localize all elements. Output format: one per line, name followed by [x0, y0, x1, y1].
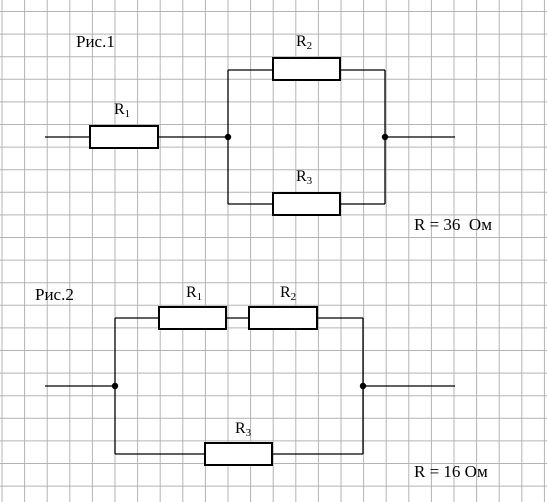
figure-1-title: Рис.1: [76, 32, 115, 51]
fig1-junction-right: [381, 133, 389, 141]
fig1-label-r3: R3: [296, 168, 313, 187]
figure-2: Рис.2 R1 R2 R3 R = 16 Ом: [35, 284, 488, 481]
fig1-label-r2: R2: [296, 33, 312, 52]
fig1-label-r1: R1: [114, 101, 130, 120]
fig2-resistor-r1: [158, 306, 227, 330]
fig1-resistor-r1: [89, 125, 159, 149]
figure-2-result: R = 16 Ом: [414, 462, 488, 481]
fig2-junction-left: [111, 382, 119, 390]
fig1-resistor-r3: [272, 192, 341, 216]
figure-1: Рис.1 R1 R2 R3 R = 36 Ом: [45, 32, 492, 234]
fig2-resistor-r2: [248, 306, 318, 330]
fig2-label-r2: R2: [280, 284, 296, 303]
fig2-junction-right: [359, 382, 367, 390]
fig2-label-r3: R3: [235, 420, 252, 439]
figure-2-title: Рис.2: [35, 285, 74, 304]
figure-1-result: R = 36 Ом: [414, 215, 492, 234]
fig1-resistor-r2: [272, 57, 341, 81]
fig1-junction-left: [224, 133, 232, 141]
fig2-label-r1: R1: [186, 284, 202, 303]
fig2-resistor-r3: [204, 442, 273, 466]
